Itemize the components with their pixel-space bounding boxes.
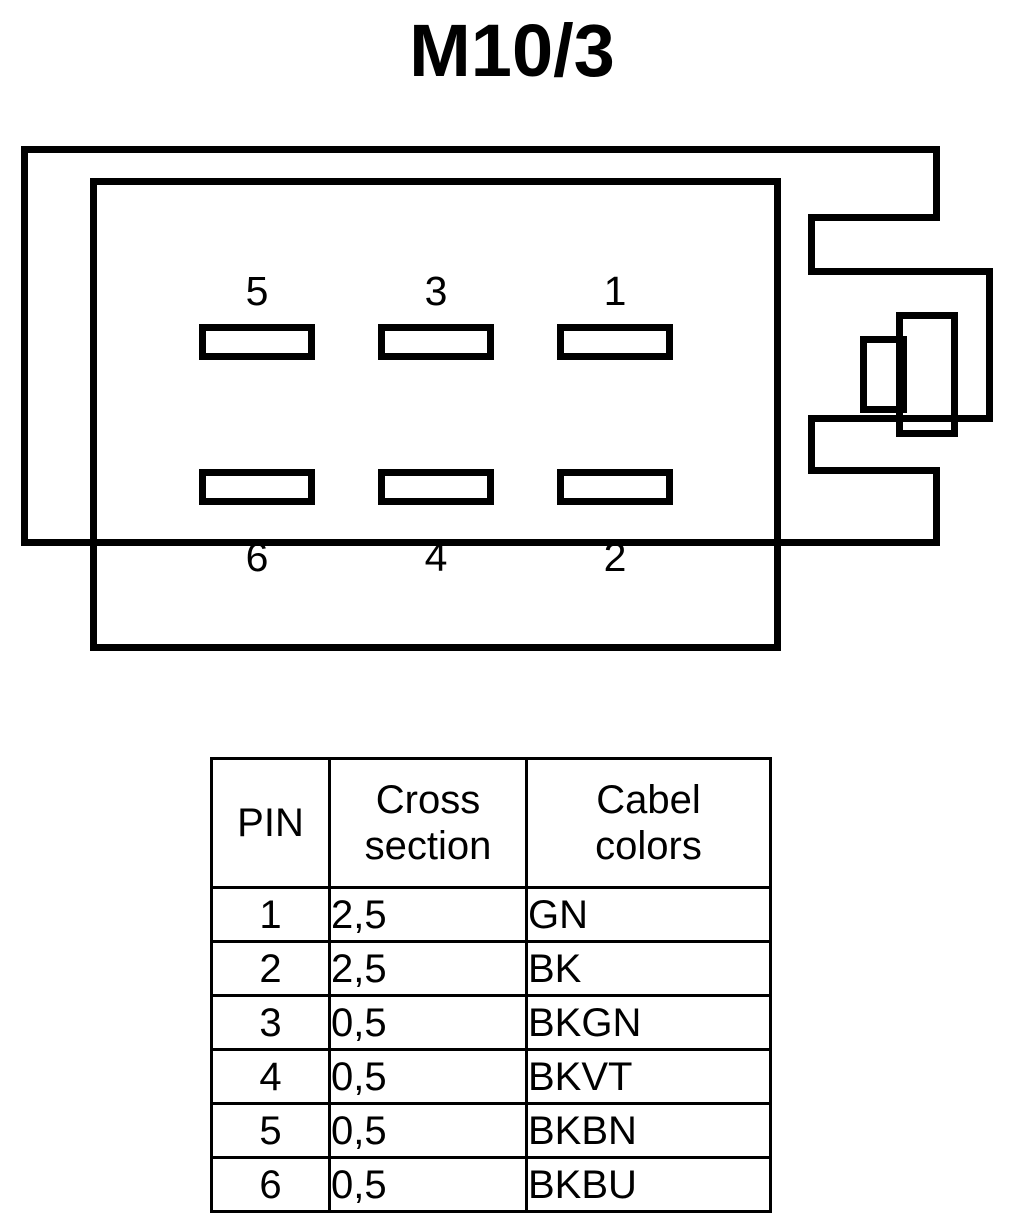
cell-pin: 6: [210, 1156, 331, 1213]
column-header-cross-section: Cross section: [328, 757, 528, 889]
pin-slot-1: [557, 324, 673, 360]
connector-outline-svg: 5 3 1 6 4 2: [21, 146, 993, 651]
cell-cable-color: BKGN: [525, 994, 772, 1051]
cell-cable-color: BKVT: [525, 1048, 772, 1105]
pin-number-label-4: 4: [425, 534, 448, 580]
pin-slot-5: [199, 324, 315, 360]
cell-cross-section: 2,5: [328, 886, 528, 943]
connector-diagram: 5 3 1 6 4 2: [0, 130, 1024, 710]
table-row: 1 2,5 GN: [210, 886, 772, 943]
pin-slot-4: [378, 469, 494, 505]
column-header-cross-line1: Cross: [375, 778, 481, 822]
cell-pin: 2: [210, 940, 331, 997]
table-header-row: PIN Cross section Cabel colors: [210, 757, 772, 889]
cell-cross-section: 0,5: [328, 1102, 528, 1159]
table-row: 2 2,5 BK: [210, 940, 772, 997]
cell-cable-color: BKBU: [525, 1156, 772, 1213]
pin-slot-6: [199, 469, 315, 505]
column-header-pin-text: PIN: [237, 801, 304, 845]
cell-pin: 3: [210, 994, 331, 1051]
latch-inner-notch: [860, 336, 907, 413]
column-header-cable-colors: Cabel colors: [525, 757, 772, 889]
pinout-table-container: PIN Cross section Cabel colors 1 2,5 GN …: [210, 757, 772, 1213]
connector-housing-outline: [21, 146, 993, 546]
column-header-pin: PIN: [210, 757, 331, 889]
pinout-table: PIN Cross section Cabel colors 1 2,5 GN …: [210, 757, 772, 1213]
cell-pin: 4: [210, 1048, 331, 1105]
pin-number-label-5: 5: [246, 268, 269, 314]
table-row: 5 0,5 BKBN: [210, 1102, 772, 1159]
connector-inner-chamber: [90, 178, 781, 651]
pin-slot-3: [378, 324, 494, 360]
pin-number-label-3: 3: [425, 268, 448, 314]
pinout-table-body: 1 2,5 GN 2 2,5 BK 3 0,5 BKGN 4 0,5 BKVT …: [210, 886, 772, 1213]
cell-cross-section: 2,5: [328, 940, 528, 997]
pin-number-label-2: 2: [604, 534, 627, 580]
pin-number-label-6: 6: [246, 534, 269, 580]
column-header-cross-line2: section: [364, 824, 492, 868]
latch-middle-block: [896, 312, 958, 437]
column-header-color-line1: Cabel: [596, 778, 701, 822]
table-row: 4 0,5 BKVT: [210, 1048, 772, 1105]
pinout-table-header: PIN Cross section Cabel colors: [210, 757, 772, 889]
pin-slot-2: [557, 469, 673, 505]
cell-cable-color: BK: [525, 940, 772, 997]
cell-cross-section: 0,5: [328, 1048, 528, 1105]
column-header-color-line2: colors: [595, 824, 702, 868]
cell-cable-color: BKBN: [525, 1102, 772, 1159]
cell-cross-section: 0,5: [328, 994, 528, 1051]
page-title: M10/3: [409, 9, 615, 92]
cell-pin: 1: [210, 886, 331, 943]
cell-pin: 5: [210, 1102, 331, 1159]
cell-cable-color: GN: [525, 886, 772, 943]
cell-cross-section: 0,5: [328, 1156, 528, 1213]
table-row: 3 0,5 BKGN: [210, 994, 772, 1051]
table-row: 6 0,5 BKBU: [210, 1156, 772, 1213]
pin-number-label-1: 1: [604, 268, 627, 314]
